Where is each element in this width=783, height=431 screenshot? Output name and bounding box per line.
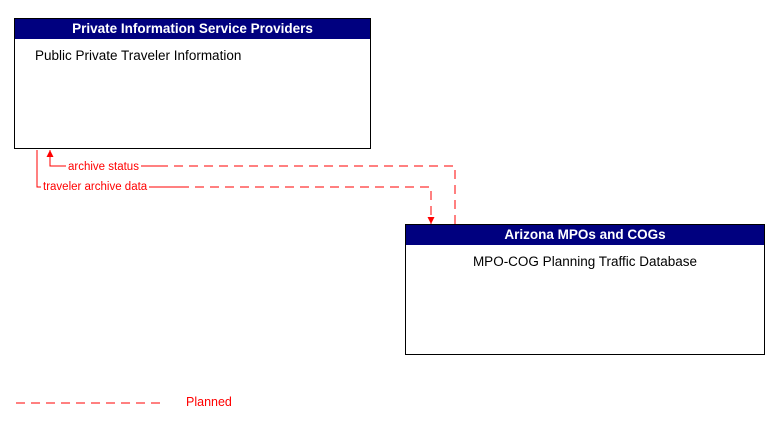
node-arizona-mpos-and-cogs[interactable]: Arizona MPOs and COGs MPO-COG Planning T…	[405, 224, 765, 355]
node-header-provider: Private Information Service Providers	[15, 19, 370, 39]
flow-label-archive-status: archive status	[66, 161, 141, 173]
node-body-provider: Public Private Traveler Information	[35, 48, 242, 63]
flow-label-traveler-archive-data: traveler archive data	[41, 181, 150, 193]
node-private-information-service-providers[interactable]: Private Information Service Providers Pu…	[14, 18, 371, 149]
legend-item-planned-label: Planned	[186, 395, 232, 409]
node-header-mpo: Arizona MPOs and COGs	[406, 225, 764, 245]
node-body-mpo: MPO-COG Planning Traffic Database	[472, 254, 698, 269]
